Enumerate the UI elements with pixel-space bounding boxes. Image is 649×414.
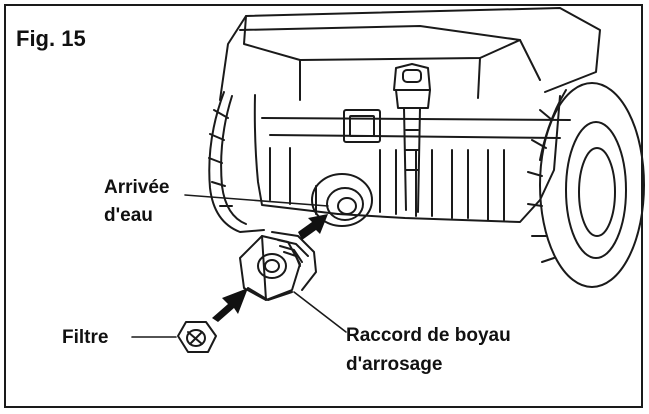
figure-title: Fig. 15 <box>16 26 86 52</box>
inlet-leader-line <box>185 195 328 206</box>
hose-connector-leader-line <box>294 292 346 332</box>
water-inlet-label-line-2: d'eau <box>104 204 153 228</box>
arrow-icon-to-connector <box>212 288 248 322</box>
water-inlet-label-line-1: Arrivée <box>104 176 170 200</box>
hose-connector-label-line-1: Raccord de boyau <box>346 324 511 348</box>
square-vent <box>344 110 380 142</box>
machine-body <box>220 8 600 222</box>
filter-part <box>178 322 216 352</box>
hose-connector-label-line-2: d'arrosage <box>346 353 442 377</box>
hose-connector <box>240 232 316 300</box>
right-wheel <box>528 83 644 287</box>
arrow-icon-to-inlet <box>298 214 328 240</box>
cord-hook <box>394 64 430 212</box>
filter-label: Filtre <box>62 326 108 350</box>
